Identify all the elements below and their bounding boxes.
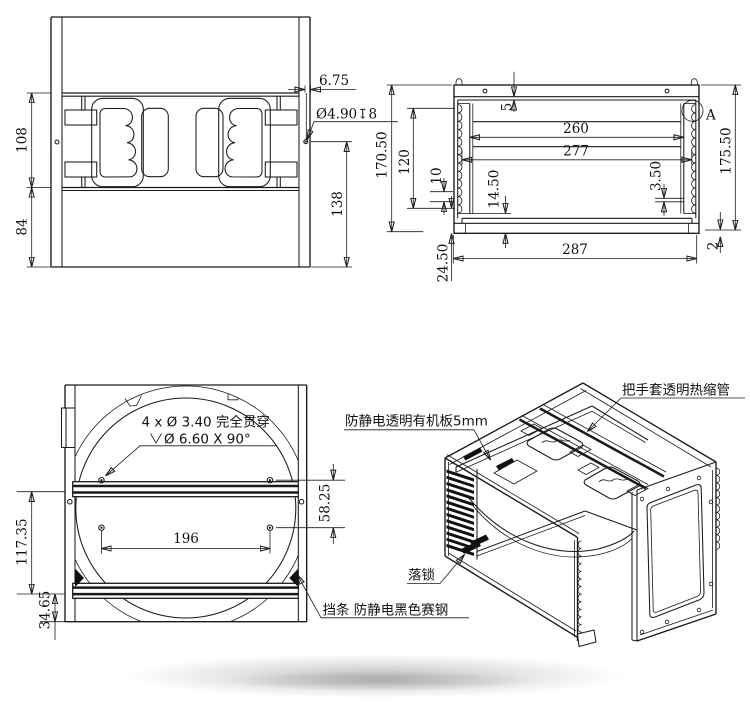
dim-117.35: 117.35 xyxy=(15,491,65,595)
label-plate: 防静电透明有机板5mm xyxy=(344,414,491,461)
svg-text:138: 138 xyxy=(330,191,346,217)
board-handle-1 xyxy=(520,423,592,461)
detail-a-callout: A xyxy=(681,99,716,124)
svg-text:5: 5 xyxy=(500,103,516,112)
svg-text:4 x Ø 3.40 完全贯穿: 4 x Ø 3.40 完全贯穿 xyxy=(142,414,270,431)
dim-138: 138 xyxy=(311,141,352,268)
dim-277: 277 xyxy=(461,144,693,165)
svg-text:2: 2 xyxy=(706,242,722,251)
svg-text:277: 277 xyxy=(563,144,589,160)
svg-text:120: 120 xyxy=(397,149,413,175)
handle-strap-right xyxy=(218,97,271,188)
dim-84: 84 xyxy=(15,188,51,268)
dim-24.50: 24.50 xyxy=(436,196,452,282)
label-handle: 把手套透明热缩管 xyxy=(588,383,745,432)
front-panel-3d xyxy=(631,461,721,642)
dim-108: 108 xyxy=(15,92,51,188)
svg-text:108: 108 xyxy=(15,127,31,153)
dim-10: 10 xyxy=(429,167,453,215)
grip-pad-right xyxy=(224,107,263,178)
svg-text:84: 84 xyxy=(15,218,31,235)
grip-pad-left xyxy=(99,107,138,178)
retainer-bar-bottom xyxy=(72,582,299,599)
svg-text:58.25: 58.25 xyxy=(318,484,334,523)
svg-text:落锁: 落锁 xyxy=(408,568,435,584)
dim-196: 196 xyxy=(101,531,271,554)
dim-175.50: 175.50 xyxy=(701,84,741,231)
svg-text:175.50: 175.50 xyxy=(719,127,735,174)
svg-text:14.50: 14.50 xyxy=(487,170,503,209)
dim-260: 260 xyxy=(470,121,684,137)
svg-text:把手套透明热缩管: 把手套透明热缩管 xyxy=(622,383,730,399)
svg-text:24.50: 24.50 xyxy=(436,244,452,283)
retainer-bar-top xyxy=(72,481,299,498)
side-view: 5 170.50 120 10 14.50 24.50 260 xyxy=(375,71,741,282)
dim-58.25: 58.25 xyxy=(276,464,345,544)
svg-text:Ø 6.60 X 90°: Ø 6.60 X 90° xyxy=(164,432,251,448)
rear-view: 4 x Ø 3.40 完全贯穿 Ø 6.60 X 90° 117.35 34.6… xyxy=(15,384,469,640)
svg-text:挡条 防静电黑色赛钢: 挡条 防静电黑色赛钢 xyxy=(323,602,449,619)
svg-text:170.50: 170.50 xyxy=(375,131,391,178)
acrylic-plate xyxy=(455,405,649,473)
countersink-icon xyxy=(150,433,162,444)
svg-text:287: 287 xyxy=(562,242,588,258)
dim-6.75: 6.75 xyxy=(288,73,356,93)
card-guide-serration-left xyxy=(457,103,474,214)
dim-3.50: 3.50 xyxy=(649,161,684,216)
iso-view: 把手套透明热缩管 防静电透明有机板5mm 落锁 xyxy=(344,382,745,648)
handle-strap-left xyxy=(91,97,144,188)
svg-text:10: 10 xyxy=(429,167,445,184)
mount-holes xyxy=(98,476,274,531)
svg-text:防静电透明有机板5mm: 防静电透明有机板5mm xyxy=(345,414,488,430)
front-view: 108 84 6.75 Ø4.90↧8 138 xyxy=(15,16,398,268)
strip-label: 挡条 防静电黑色赛钢 xyxy=(297,575,469,619)
louver-vents xyxy=(446,469,474,556)
dim-287: 287 xyxy=(452,235,698,264)
svg-text:260: 260 xyxy=(563,121,589,137)
svg-text:6.75: 6.75 xyxy=(319,73,349,89)
svg-text:117.35: 117.35 xyxy=(15,518,31,565)
hole-note: 4 x Ø 3.40 完全贯穿 Ø 6.60 X 90° xyxy=(106,414,277,476)
dim-2: 2 xyxy=(706,212,722,253)
drop-lock xyxy=(461,534,489,554)
dim-170.50: 170.50 xyxy=(375,84,452,233)
svg-text:Ø4.90↧8: Ø4.90↧8 xyxy=(316,107,377,123)
page-shadow-core xyxy=(150,666,610,696)
hole-callout: Ø4.90↧8 xyxy=(305,93,398,140)
svg-text:196: 196 xyxy=(173,531,199,547)
svg-text:34.65: 34.65 xyxy=(38,591,54,630)
dim-14.50: 14.50 xyxy=(470,170,511,248)
dim-120: 120 xyxy=(397,107,455,209)
dim-34.65: 34.65 xyxy=(38,591,65,640)
svg-text:3.50: 3.50 xyxy=(649,161,665,191)
label-lock: 落锁 xyxy=(407,555,465,584)
dim-5: 5 xyxy=(500,71,516,112)
svg-text:A: A xyxy=(705,108,716,124)
page-shadow xyxy=(40,648,710,704)
